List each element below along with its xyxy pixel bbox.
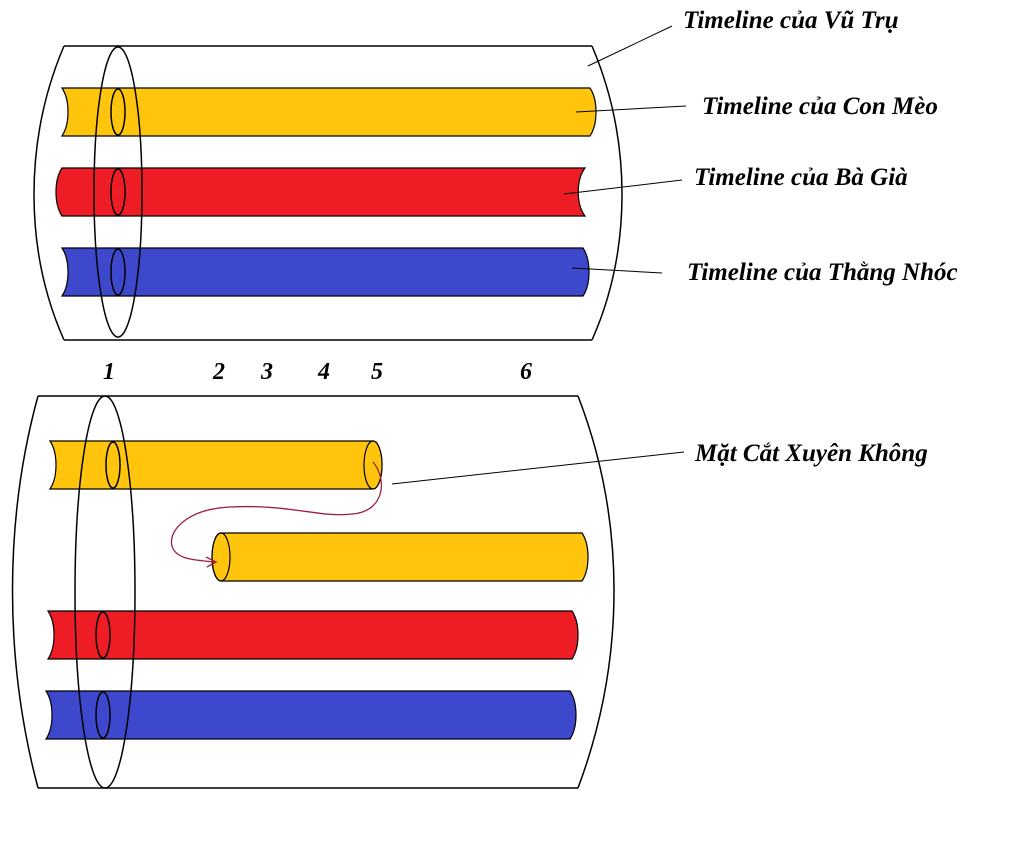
bottom-kid-slice	[95, 691, 111, 739]
kid-leader-line	[571, 267, 663, 274]
cat-timeline-label: Timeline của Con Mèo	[702, 93, 938, 120]
top-slice-ellipse	[93, 46, 143, 338]
top-cat-timeline	[60, 87, 597, 137]
cat-entry-portal	[211, 532, 231, 582]
bottom-old-woman-timeline	[46, 610, 579, 660]
cross-section-label: Mặt Cắt Xuyên Không	[695, 440, 928, 467]
top-universe-panel	[33, 45, 623, 341]
bottom-old-woman-slice	[95, 611, 111, 659]
cross-section-leader-line	[391, 451, 685, 485]
time-travel-arrowhead	[205, 556, 218, 568]
bottom-universe-panel	[11, 395, 615, 789]
bottom-cat-slice	[105, 441, 121, 489]
bottom-cat-timeline-after-jump	[211, 532, 589, 582]
bottom-kid-timeline	[44, 690, 577, 740]
top-old-woman-slice	[110, 168, 126, 216]
bottom-cat-timeline-before-jump	[48, 440, 383, 490]
bottom-slice-ellipse	[74, 395, 136, 789]
marker-1: 1	[103, 359, 115, 385]
top-kid-timeline	[60, 247, 590, 297]
marker-3: 3	[261, 359, 273, 385]
old-woman-leader-line	[563, 179, 683, 195]
cat-leader-line	[575, 105, 687, 113]
top-old-woman-timeline	[55, 167, 587, 217]
top-kid-slice	[110, 248, 126, 296]
time-travel-path	[170, 461, 382, 563]
old-woman-timeline-label: Timeline của Bà Già	[694, 164, 908, 191]
top-cat-slice	[110, 88, 126, 136]
universe-timeline-label: Timeline của Vũ Trụ	[683, 7, 899, 34]
marker-5: 5	[371, 359, 383, 385]
kid-timeline-label: Timeline của Thằng Nhóc	[687, 259, 958, 286]
marker-4: 4	[318, 359, 330, 385]
cat-exit-portal	[363, 440, 383, 490]
marker-2: 2	[213, 359, 225, 385]
marker-6: 6	[520, 359, 532, 385]
universe-leader-line	[587, 25, 673, 67]
